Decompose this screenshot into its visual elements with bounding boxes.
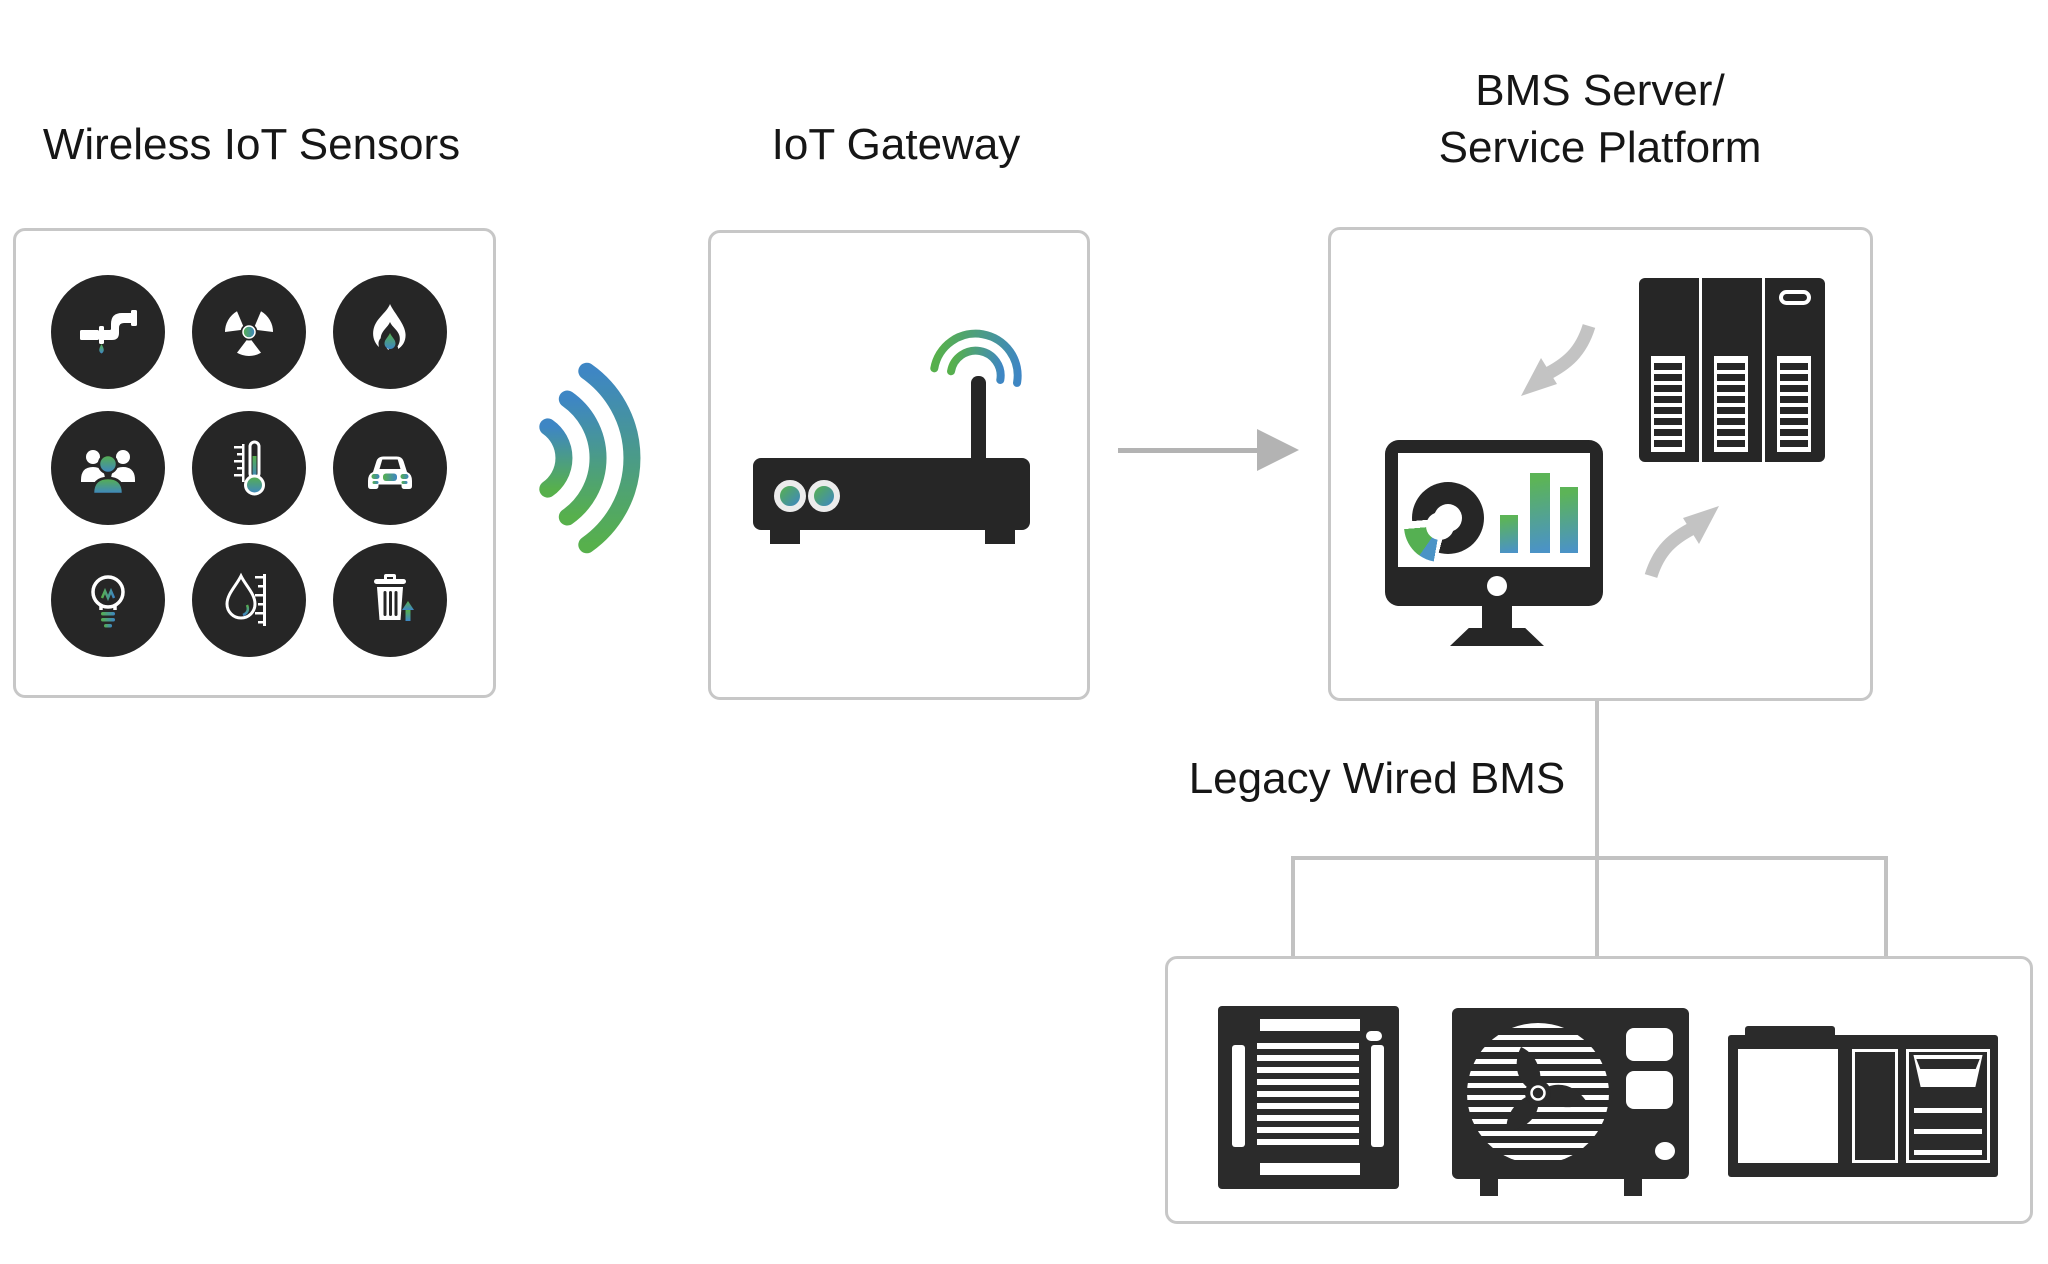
wireless-signal-icon [539, 362, 641, 554]
ahu-louvers [1914, 1092, 1982, 1156]
ahu-hood-inner [1916, 1059, 1980, 1069]
bar-1 [1500, 515, 1518, 553]
bms-to-equipment-trunk-line [1595, 693, 1599, 956]
server-vent-2 [1714, 356, 1748, 452]
server-vent-1 [1651, 356, 1685, 452]
bms-title-line2: Service Platform [1438, 123, 1762, 173]
gateway-to-bms-arrow-shaft [1118, 448, 1260, 453]
condenser-foot-left [1480, 1176, 1498, 1196]
ceiling-cassette-ac-icon [1218, 1006, 1399, 1189]
server-vent-3 [1777, 356, 1811, 452]
server-rack-icon [1639, 278, 1825, 462]
server-tower-3 [1765, 278, 1825, 462]
ahu-body [1728, 1035, 1998, 1177]
condenser-panel-1 [1626, 1028, 1673, 1061]
condenser-body [1452, 1008, 1689, 1179]
occupancy-sensor-icon [51, 411, 165, 525]
cassette-right-vane [1371, 1045, 1384, 1147]
sensors-title: Wireless IoT Sensors [42, 120, 461, 169]
legacy-wired-bms-label: Legacy Wired BMS [1188, 754, 1566, 803]
ahu-mid-panel [1852, 1049, 1898, 1163]
sync-arrow-up-icon [1644, 506, 1719, 579]
donut-hole [1434, 504, 1462, 532]
router-foot-left [770, 528, 800, 544]
bms-title: BMS Server/ Service Platform [1330, 62, 1870, 176]
monitor-base [1450, 628, 1544, 646]
ahu-right-section [1906, 1049, 1990, 1163]
bms-title-line1: BMS Server/ [1475, 66, 1725, 115]
radiation-sensor-icon [192, 275, 306, 389]
sync-arrow-down-icon [1521, 323, 1596, 396]
waste-sensor-icon [333, 543, 447, 657]
monitor-button [1487, 576, 1507, 596]
router-led-1 [774, 480, 806, 512]
equipment-branch-horizontal-line [1291, 856, 1888, 860]
router-antenna [971, 376, 986, 466]
condenser-knob [1655, 1142, 1675, 1160]
gateway-to-bms-arrowhead [1257, 429, 1299, 471]
bar-2 [1530, 473, 1550, 553]
server-drive-slot [1779, 290, 1811, 305]
temperature-sensor-icon [192, 411, 306, 525]
water-level-sensor-icon [192, 543, 306, 657]
cassette-bottom-vane [1260, 1163, 1360, 1175]
router-wifi-arcs-icon [930, 329, 1022, 387]
cassette-left-vane [1232, 1045, 1245, 1147]
water-leak-sensor-icon [51, 275, 165, 389]
equipment-branch-left-line [1291, 856, 1295, 956]
cassette-top-vane [1260, 1019, 1360, 1031]
lighting-sensor-icon [51, 543, 165, 657]
condenser-fan-grille [1467, 1023, 1609, 1164]
fire-sensor-icon [333, 275, 447, 389]
cassette-indicator [1366, 1031, 1382, 1041]
router-foot-right [985, 528, 1015, 544]
cassette-grille [1257, 1043, 1359, 1150]
monitor-neck [1482, 604, 1512, 630]
ahu-left-panel [1738, 1049, 1838, 1163]
vehicle-sensor-icon [333, 411, 447, 525]
equipment-branch-right-line [1884, 856, 1888, 956]
condenser-panel-2 [1626, 1071, 1673, 1109]
condenser-fan-blades [1506, 1047, 1587, 1131]
bar-3 [1560, 487, 1578, 553]
condenser-foot-right [1624, 1176, 1642, 1196]
server-tower-1 [1639, 278, 1699, 462]
gateway-title: IoT Gateway [771, 120, 1021, 169]
router-led-2 [808, 480, 840, 512]
server-tower-2 [1702, 278, 1762, 462]
